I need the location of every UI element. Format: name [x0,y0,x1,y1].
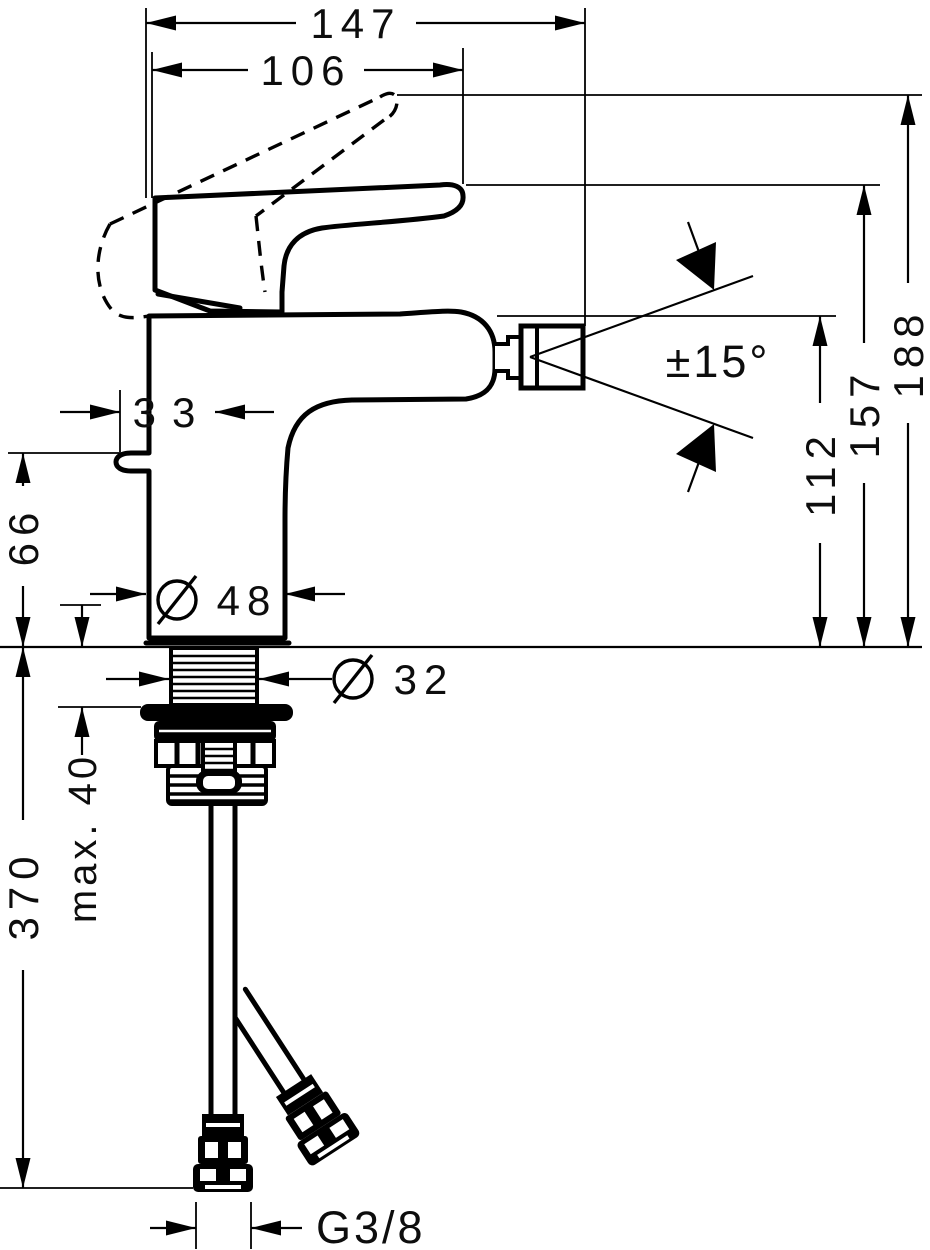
handle-lever [152,182,466,315]
dimension-angle-15: ±15° [529,221,771,493]
fitting-slot [293,1111,314,1133]
diameter-icon [156,574,198,626]
cap-slot [200,1169,216,1181]
handle-raised-dashed [96,91,399,320]
dim-handle-depth: 106 [260,47,351,94]
thread-lines [173,654,255,700]
dim-total-depth: 147 [310,0,401,47]
fitting-slot [312,1099,333,1120]
dim-base-diameter: 48 [217,577,278,624]
dimension-66: 66 [0,453,47,647]
rod-clip-slot [203,776,235,789]
hose-nut-slot [206,1123,240,1127]
aerator-outlet [495,323,586,391]
dashed-handle-neck [254,215,267,293]
washer-flange [140,704,293,721]
dim-shank-diameter: 32 [394,656,455,703]
dimension-370: 370 [0,647,47,1188]
diameter-icon [332,653,374,705]
angle-arrow-down [676,424,716,472]
angle-arrow-up [676,242,716,290]
dimension-33: 33 [60,389,274,436]
hose-fitting [285,1091,341,1140]
dimension-diameter-32: 32 [106,653,455,705]
dim-side-outlet-height: 66 [0,506,47,567]
dashed-handle-bottom [254,118,386,218]
fitting-slot [228,1142,241,1158]
hose-tube [212,804,234,1116]
faucet-figure [96,91,586,1192]
dim-deck-thickness: max. 40 [61,753,105,923]
fitting-slot [205,1142,218,1158]
dimension-thread-g38: G3/8 [150,1202,426,1250]
hose-wall [242,986,307,1082]
cap-slot [317,1135,350,1159]
cap-slot [304,1135,325,1155]
dashed-handle-tip [379,91,399,122]
dimension-147: 147 [146,0,585,47]
dimension-188: 188 [885,95,930,647]
cap-slot [230,1169,246,1181]
dimension-diameter-48: 48 [90,574,345,626]
dimension-max40: max. 40 [61,605,105,923]
cap-slot [329,1119,350,1138]
threaded-shank [169,646,259,707]
dimension-157: 157 [841,185,888,647]
dim-spout-height: 112 [797,429,844,517]
supply-hose-diagonal [222,986,360,1166]
outlet-connector [495,335,523,380]
supply-hose-vertical [193,803,253,1192]
cap-slot [205,1185,241,1189]
dim-outlet-offset: 33 [133,389,212,436]
dim-height-handle-down: 157 [841,367,888,458]
hose-nut-slot [284,1083,315,1106]
dimension-106: 106 [152,47,463,94]
faucet-body [113,308,498,641]
dim-hose-length: 370 [0,849,47,940]
dimension-112: 112 [797,316,844,647]
hose-tube [226,989,305,1095]
dim-supply-thread: G3/8 [316,1202,426,1250]
mounting-hardware [140,704,293,806]
handle-base-shadow [155,291,243,311]
dashed-handle-skirt [96,223,150,320]
dim-height-handle-up: 188 [885,307,930,398]
dim-swivel-angle: ±15° [666,336,771,387]
